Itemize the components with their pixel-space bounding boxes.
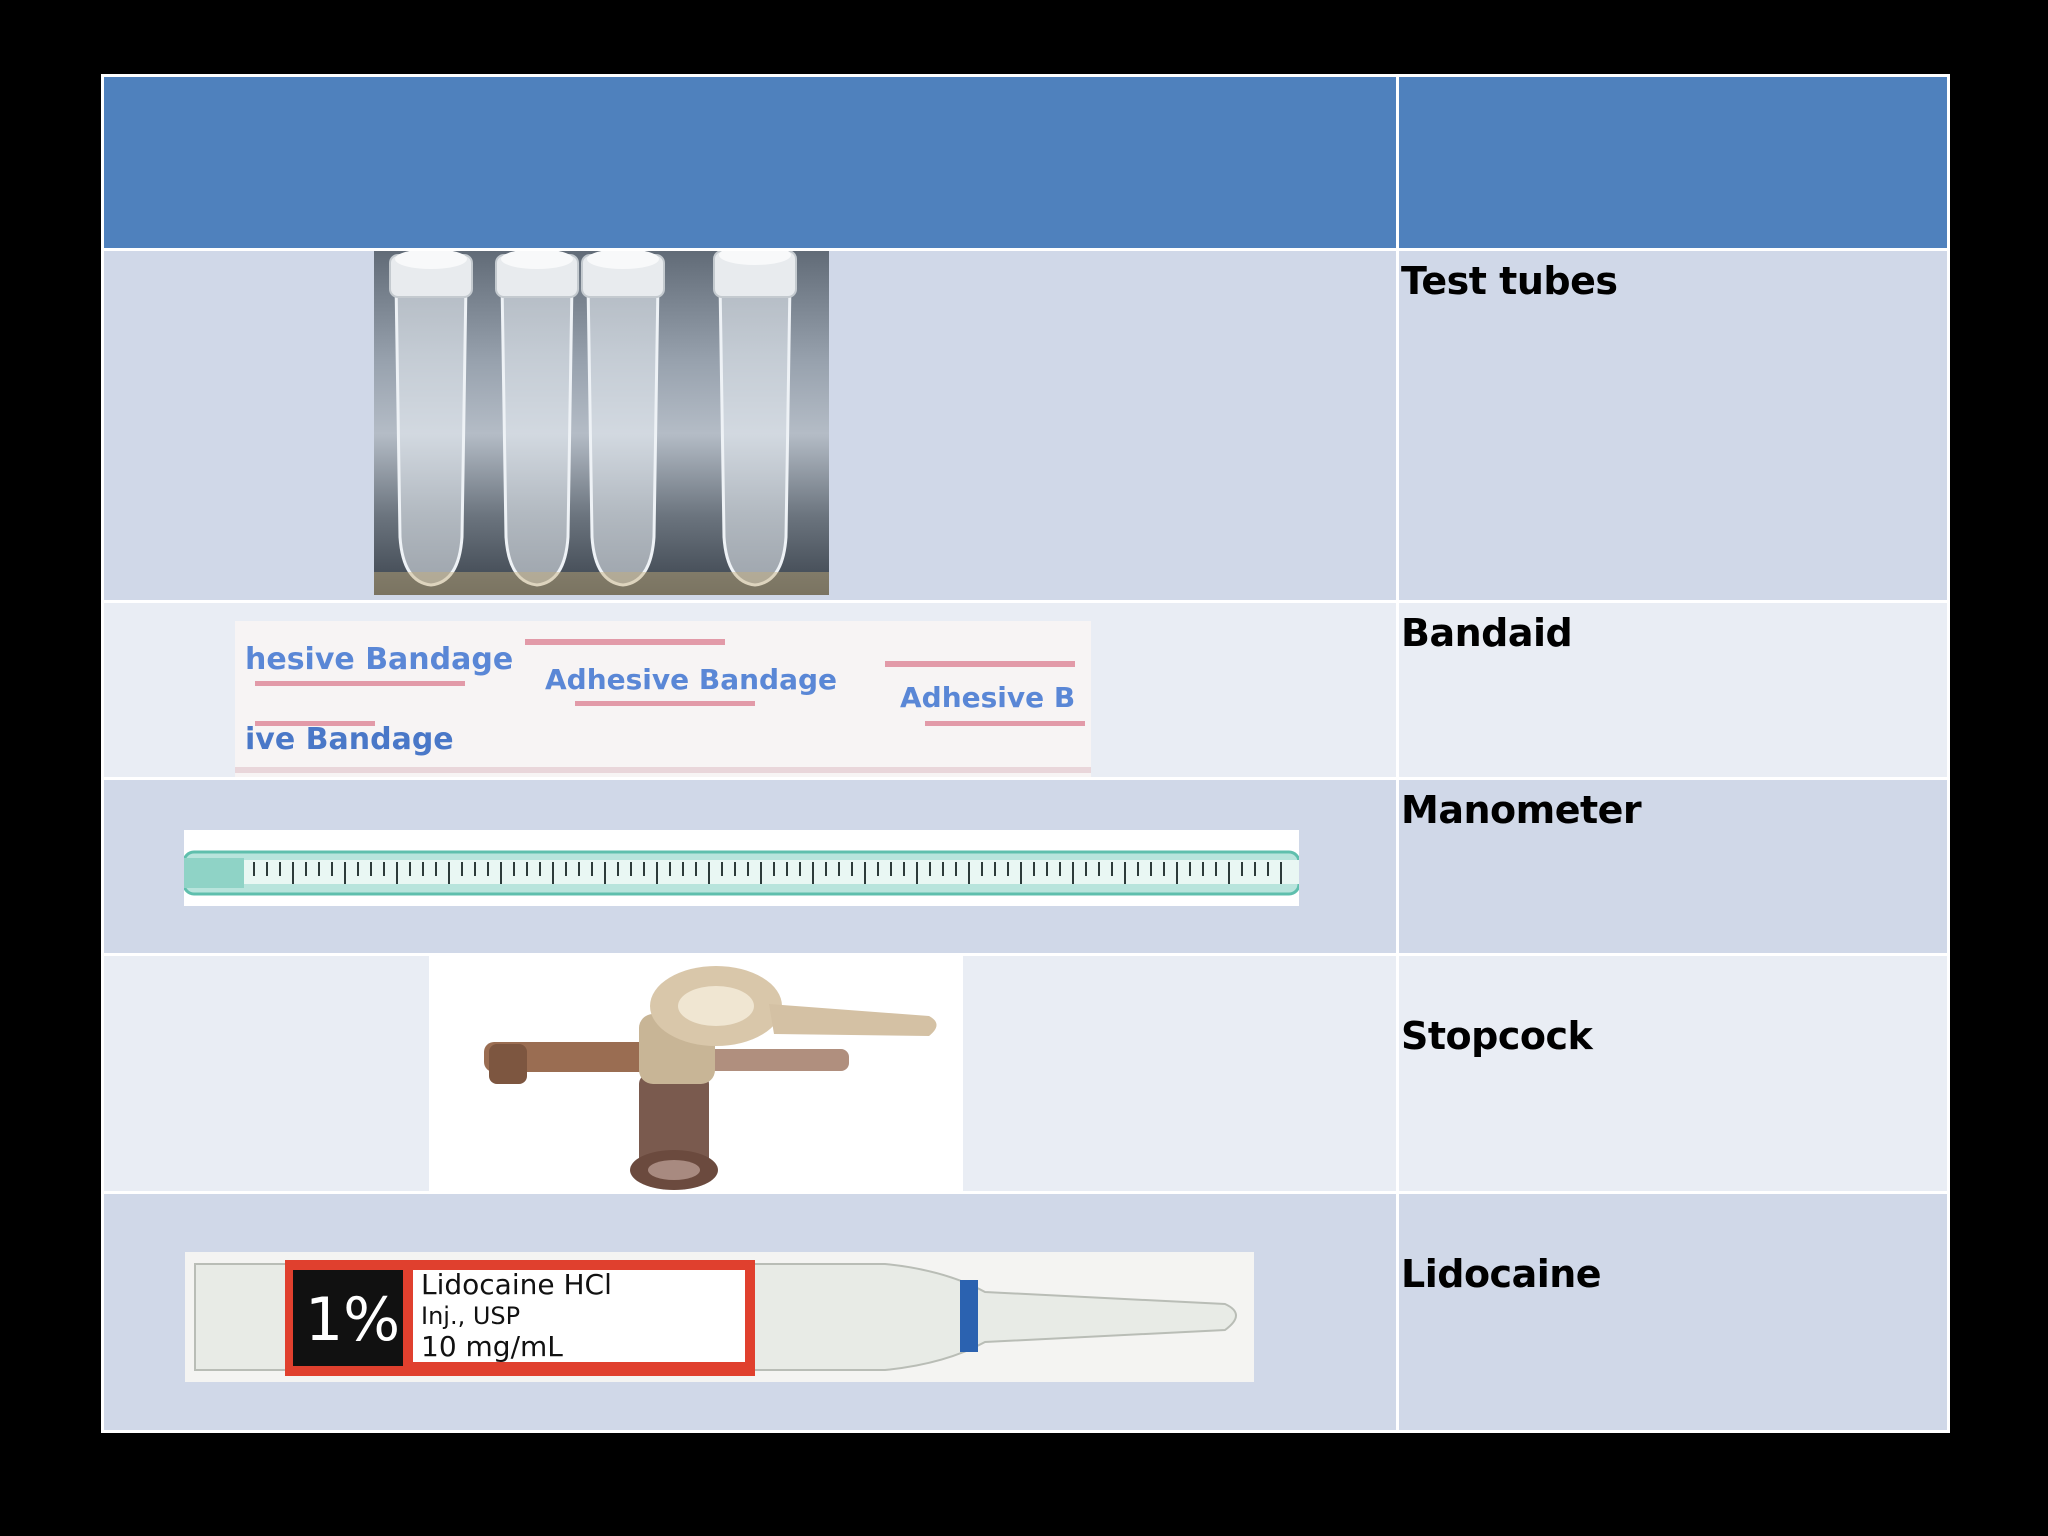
bandaid-image: hesive Bandage Adhesive Bandage Adhesive…: [235, 621, 1091, 776]
lidocaine-line1: Lidocaine HCl: [421, 1268, 612, 1301]
equipment-table: Test tubes hesive Bandage Adhesive Banda…: [101, 74, 1950, 1433]
table-header-row: [101, 74, 1950, 251]
item-label-manometer: Manometer: [1401, 788, 1642, 832]
table-row: Manometer: [101, 777, 1950, 956]
image-cell: [101, 777, 1399, 956]
stopcock-image: [429, 957, 963, 1190]
item-label-test-tubes: Test tubes: [1401, 259, 1618, 303]
label-cell: Manometer: [1396, 777, 1950, 956]
table-row: Stopcock: [101, 953, 1950, 1194]
lidocaine-strength: 1%: [305, 1285, 400, 1355]
item-label-bandaid: Bandaid: [1401, 611, 1573, 655]
test-tubes-image: [374, 252, 829, 595]
bandage-text: Adhesive Bandage: [545, 663, 837, 696]
table-row: Test tubes: [101, 248, 1950, 603]
label-cell: Lidocaine: [1396, 1191, 1950, 1433]
image-cell: 1% Lidocaine HCl Inj., USP 10 mg/mL: [101, 1191, 1399, 1433]
item-label-lidocaine: Lidocaine: [1401, 1252, 1602, 1296]
bandage-text: hesive Bandage: [245, 642, 513, 677]
image-cell: hesive Bandage Adhesive Bandage Adhesive…: [101, 600, 1399, 780]
image-cell: [101, 248, 1399, 603]
table-row: 1% Lidocaine HCl Inj., USP 10 mg/mL Lido…: [101, 1191, 1950, 1433]
header-cell-image: [101, 74, 1399, 251]
bandage-text: Adhesive B: [900, 681, 1075, 714]
lidocaine-line3: 10 mg/mL: [421, 1330, 563, 1363]
label-cell: Test tubes: [1396, 248, 1950, 603]
item-label-stopcock: Stopcock: [1401, 1014, 1593, 1058]
lidocaine-ampule-image: 1% Lidocaine HCl Inj., USP 10 mg/mL: [185, 1252, 1254, 1382]
header-cell-label: [1396, 74, 1950, 251]
bandage-text: ive Bandage: [245, 722, 454, 757]
label-cell: Bandaid: [1396, 600, 1950, 780]
lidocaine-line2: Inj., USP: [421, 1302, 520, 1330]
label-cell: Stopcock: [1396, 953, 1950, 1194]
image-cell: [101, 953, 1399, 1194]
manometer-image: [182, 830, 1301, 906]
table-row: hesive Bandage Adhesive Bandage Adhesive…: [101, 600, 1950, 780]
